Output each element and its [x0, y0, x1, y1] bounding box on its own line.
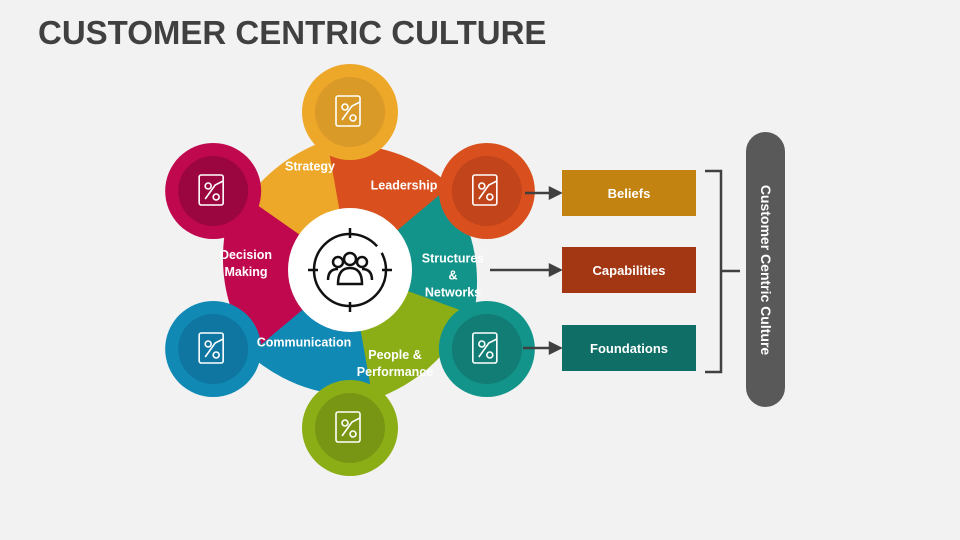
center-circle — [288, 208, 412, 332]
petal-label-line: Making — [224, 265, 268, 279]
outcome-foundations: Foundations — [562, 325, 696, 371]
petal-label-line: Structures — [421, 251, 485, 266]
petal-label: Structures & Networks — [422, 251, 485, 302]
outcome-label: Capabilities — [592, 262, 666, 278]
petal-label-line: Decision — [219, 248, 273, 262]
outcome-beliefs: Beliefs — [562, 170, 696, 216]
summary-pill: Customer Centric Culture — [746, 132, 785, 407]
petal-label-line: Performance — [356, 365, 434, 379]
petal-label-line: & — [448, 268, 458, 283]
petal-decision-making — [222, 189, 350, 351]
icon-circle — [178, 314, 249, 384]
petal-label-line: People & — [368, 348, 422, 362]
target-people-icon — [308, 228, 392, 312]
outcome-capabilities: Capabilities — [562, 247, 696, 293]
slide-title: CUSTOMER CENTRIC CULTURE — [38, 14, 547, 51]
connector-arrows — [490, 185, 563, 356]
strategy-plan-icon — [335, 95, 361, 127]
performance-gauge-icon — [335, 411, 361, 443]
petal-label-line: Leadership — [370, 178, 438, 193]
petal-label: Leadership — [371, 178, 438, 195]
icon-circle — [451, 156, 522, 226]
leader-stairs-icon — [472, 174, 498, 206]
icon-circle — [315, 77, 385, 147]
petal-label-line: Communication — [256, 335, 352, 350]
icon-circle — [178, 156, 249, 226]
bracket — [705, 169, 740, 374]
petal-label-line: Strategy — [284, 159, 336, 174]
summary-label: Customer Centric Culture — [757, 184, 774, 355]
petal-label: Communication — [257, 335, 351, 352]
petal-label: People & Performance — [357, 347, 433, 381]
communication-devices-icon — [198, 332, 224, 364]
outcome-label: Foundations — [590, 340, 668, 356]
outcome-label: Beliefs — [607, 185, 651, 201]
icon-circle — [451, 314, 522, 384]
petal-label-line: Networks — [424, 285, 482, 300]
icon-circle — [315, 393, 385, 463]
petal-label: Strategy — [285, 159, 335, 176]
decision-gear-person-icon — [198, 174, 224, 206]
flowchart-icon — [472, 332, 498, 364]
